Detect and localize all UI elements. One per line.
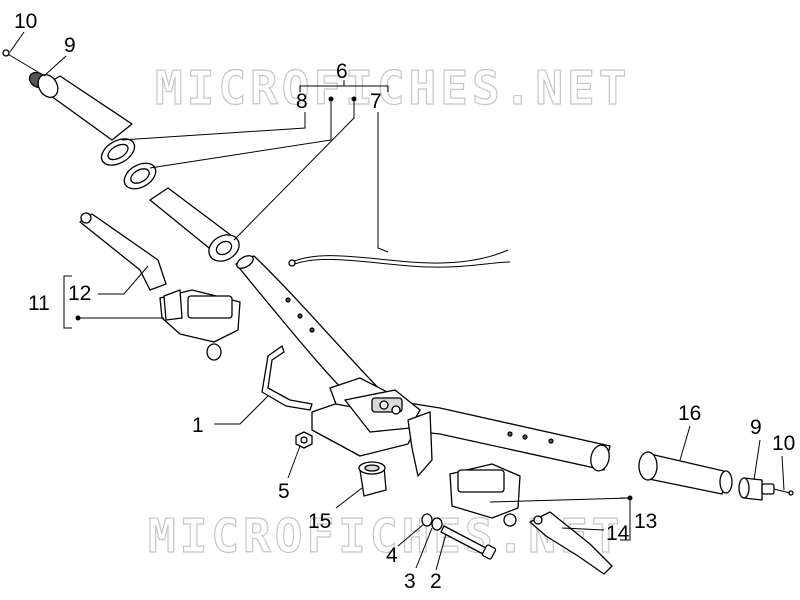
callout-2: 2 xyxy=(430,570,442,593)
callout-5: 5 xyxy=(278,480,290,503)
callout-10-right: 10 xyxy=(772,432,795,455)
callout-11: 11 xyxy=(28,292,50,315)
throttle-tube xyxy=(149,187,240,262)
callout-12: 12 xyxy=(68,282,91,305)
washer-3 xyxy=(431,517,443,531)
callout-16: 16 xyxy=(678,402,701,425)
callout-9-right: 9 xyxy=(750,416,762,439)
callout-13: 13 xyxy=(634,510,657,533)
left-brake-lever xyxy=(79,212,167,291)
callout-9-left: 9 xyxy=(64,34,76,57)
callout-6: 6 xyxy=(336,60,348,83)
handlebar-support-rod xyxy=(261,345,313,411)
leader-lines xyxy=(9,31,785,571)
nut-5 xyxy=(295,431,313,449)
right-grip-screw xyxy=(761,483,794,496)
watermark-top: MICROFICHES.NET xyxy=(155,61,630,115)
callout-7: 7 xyxy=(370,90,382,113)
left-grip-washer xyxy=(123,162,157,190)
callout-14: 14 xyxy=(606,522,630,545)
left-brake-master-cylinder xyxy=(159,289,241,361)
right-bar-end-weight xyxy=(738,477,763,501)
washer-4 xyxy=(421,513,433,527)
handlebar-stem-bracket xyxy=(311,377,433,477)
rubber-bush-15 xyxy=(358,461,387,497)
callout-3: 3 xyxy=(404,570,416,593)
callout-4: 4 xyxy=(386,544,398,567)
callout-1: 1 xyxy=(192,414,204,437)
left-grip xyxy=(37,74,136,166)
left-grip-screw xyxy=(2,49,39,73)
right-brake-lever xyxy=(529,511,613,575)
callout-15: 15 xyxy=(308,510,331,533)
throttle-cable xyxy=(288,249,511,268)
callout-10-left: 10 xyxy=(14,10,37,33)
callout-8: 8 xyxy=(296,90,308,113)
right-brake-master-cylinder xyxy=(449,463,521,527)
bolt-2 xyxy=(440,525,497,560)
right-grip xyxy=(638,451,733,495)
